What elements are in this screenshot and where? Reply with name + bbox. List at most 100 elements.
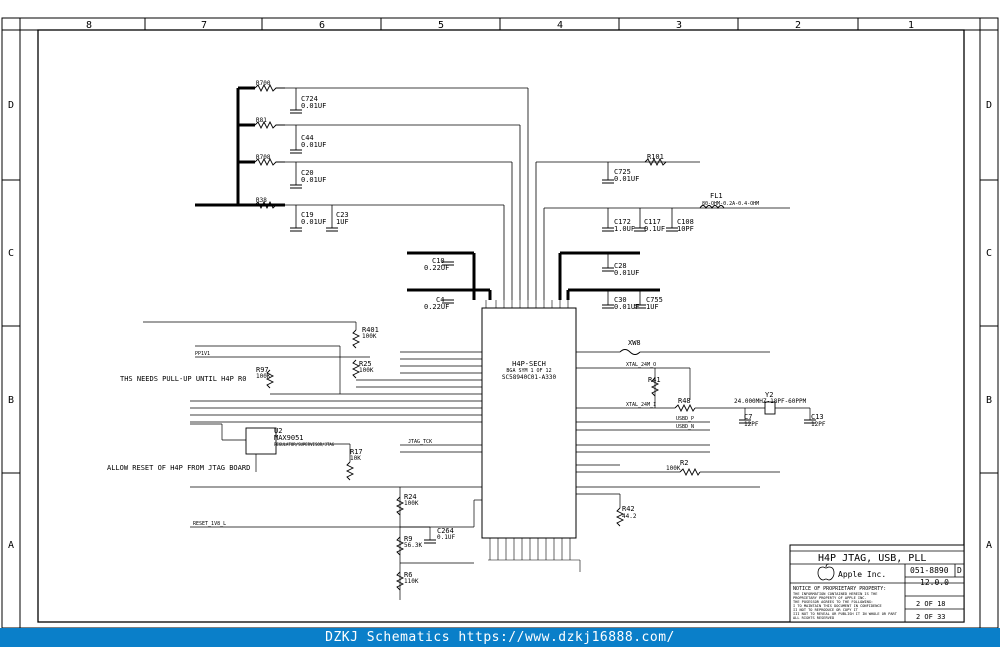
footer-banner: DZKJ Schematics https://www.dzkj16888.co…	[0, 628, 1000, 647]
c7-ref: C7	[744, 413, 752, 421]
r6-ref: R6	[404, 571, 412, 579]
c44-ref: C44	[301, 134, 314, 142]
net-usb-dp: USBD_P	[676, 416, 694, 422]
c724-val: 0.01UF	[301, 102, 326, 110]
r2-val: 100K	[666, 465, 681, 472]
apple-logo-icon	[817, 563, 835, 581]
u2-ref: U2	[274, 427, 282, 435]
c172-ref: C172	[614, 218, 631, 226]
notice-line-2: PROPRIETARY PROPERTY OF APPLE INC.	[793, 596, 867, 600]
notice-line-5: II NOT TO REPRODUCE OR COPY IT	[793, 608, 859, 612]
notice-line-6: III NOT TO REVEAL OR PUBLISH IT IN WHOLE…	[793, 612, 898, 616]
r24-val: 100K	[404, 500, 419, 507]
sheet-number: 2 OF 33	[916, 613, 946, 621]
c4-val: 0.22UF	[424, 303, 449, 311]
c108-val: 10PF	[677, 225, 694, 233]
c10-val: 0.22UF	[424, 264, 449, 272]
u2-body	[245, 427, 277, 455]
chip-desc: BGA SYM 1 OF 12	[506, 368, 551, 374]
notice-header: NOTICE OF PROPRIETARY PROPERTY:	[793, 586, 886, 592]
u2-part: MAX9051	[274, 434, 304, 442]
notice-line-3: THE POSESSOR AGREES TO THE FOLLOWING:	[793, 600, 873, 604]
r708-ref: R708	[256, 154, 271, 161]
page-number: 2 OF 18	[916, 600, 946, 608]
row-label-a: A	[8, 540, 14, 551]
r401-ref: R401	[362, 326, 379, 334]
c725-ref: C725	[614, 168, 631, 176]
inner-frame	[37, 29, 965, 623]
c23-ref: C23	[336, 211, 349, 219]
c4-ref: C4	[436, 296, 444, 304]
c30-val: 0.01UF	[614, 303, 639, 311]
c117-val: 0.1UF	[644, 225, 665, 233]
row-label-b-right: B	[986, 395, 992, 406]
row-label-b: B	[8, 395, 14, 406]
c20-val: 0.01UF	[301, 176, 326, 184]
c172-val: 1.0UF	[614, 225, 635, 233]
sheet-title: H4P JTAG, USB, PLL	[818, 553, 926, 564]
c725-val: 0.01UF	[614, 175, 639, 183]
r24-ref: R24	[404, 493, 417, 501]
c755-val: 1UF	[646, 303, 659, 311]
r25-ref: R25	[359, 360, 372, 368]
y2-ref: Y2	[765, 391, 773, 399]
c108-ref: C108	[677, 218, 694, 226]
row-label-c: C	[8, 248, 14, 259]
r41-ref: R41	[648, 376, 661, 384]
col-label-8: 8	[86, 20, 92, 31]
c23-val: 1UF	[336, 218, 349, 226]
notice-line-7: ALL RIGHTS RESERVED	[793, 616, 834, 620]
col-label-1: 1	[908, 20, 914, 31]
title-block: H4P JTAG, USB, PLL Apple Inc. 051-8890 D…	[789, 544, 965, 623]
net-vddio: PP1V1	[195, 351, 210, 357]
c19-val: 0.01UF	[301, 218, 326, 226]
col-label-4: 4	[557, 20, 563, 31]
c264-val: 0.1UF	[437, 534, 455, 541]
c13-val: 12PF	[811, 421, 826, 428]
r97-ref: R97	[256, 366, 269, 374]
row-label-c-right: C	[986, 248, 992, 259]
col-label-5: 5	[438, 20, 444, 31]
c724-ref: C724	[301, 95, 318, 103]
r38-ref: R38	[256, 197, 267, 204]
r81-ref: R81	[256, 117, 267, 124]
c20-ref: C20	[301, 169, 314, 177]
xw8-ref: XW8	[628, 339, 641, 347]
net-usb-dn: USBD_N	[676, 424, 694, 430]
r101-ref: R101	[647, 153, 664, 161]
r9-ref: R9	[404, 535, 412, 543]
r42-val: 44.2	[622, 513, 637, 520]
r6-val: 110K	[404, 578, 419, 585]
drawing-number: 051-8890	[910, 566, 949, 575]
r42-ref: R42	[622, 505, 635, 513]
r17-val: 10K	[350, 455, 361, 462]
c19-ref: C19	[301, 211, 314, 219]
note-pullup: THS NEEDS PULL-UP UNTIL H4P R0	[120, 375, 246, 383]
r17-ref: R17	[350, 448, 363, 456]
soc-chip-body	[481, 307, 577, 539]
schematic-drawing: 8 7 6 5 4 3 2 1 D C B A D C B A	[1, 17, 999, 629]
row-label-d: D	[8, 100, 14, 111]
col-label-2: 2	[795, 20, 801, 31]
row-label-d-right: D	[986, 100, 992, 111]
fl1-ref: FL1	[710, 192, 723, 200]
chip-part: SC58940C01-A330	[502, 374, 557, 381]
col-label-6: 6	[319, 20, 325, 31]
fl1-val: 80-OHM-0.2A-0.4-OHM	[702, 201, 759, 207]
note-reset: ALLOW RESET OF H4P FROM JTAG BOARD	[107, 464, 250, 472]
net-xtal-i: XTAL_24M_I	[626, 402, 656, 408]
notice-line-1: THE INFORMATION CONTAINED HEREIN IS THE	[793, 592, 877, 596]
notice-line-4: I TO MAINTAIN THIS DOCUMENT IN CONFIDENC…	[793, 604, 882, 608]
c30-ref: C30	[614, 296, 627, 304]
c28-val: 0.01UF	[614, 269, 639, 277]
company-name: Apple Inc.	[838, 570, 886, 579]
c755-ref: C755	[646, 296, 663, 304]
r48-ref: R48	[678, 397, 691, 405]
r700-ref: R700	[256, 80, 271, 87]
chip-pins-label: H4P-SECH	[512, 360, 546, 368]
r25-val: 100K	[359, 367, 374, 374]
c28-ref: C28	[614, 262, 627, 270]
c10-ref: C10	[432, 257, 445, 265]
col-label-3: 3	[676, 20, 682, 31]
